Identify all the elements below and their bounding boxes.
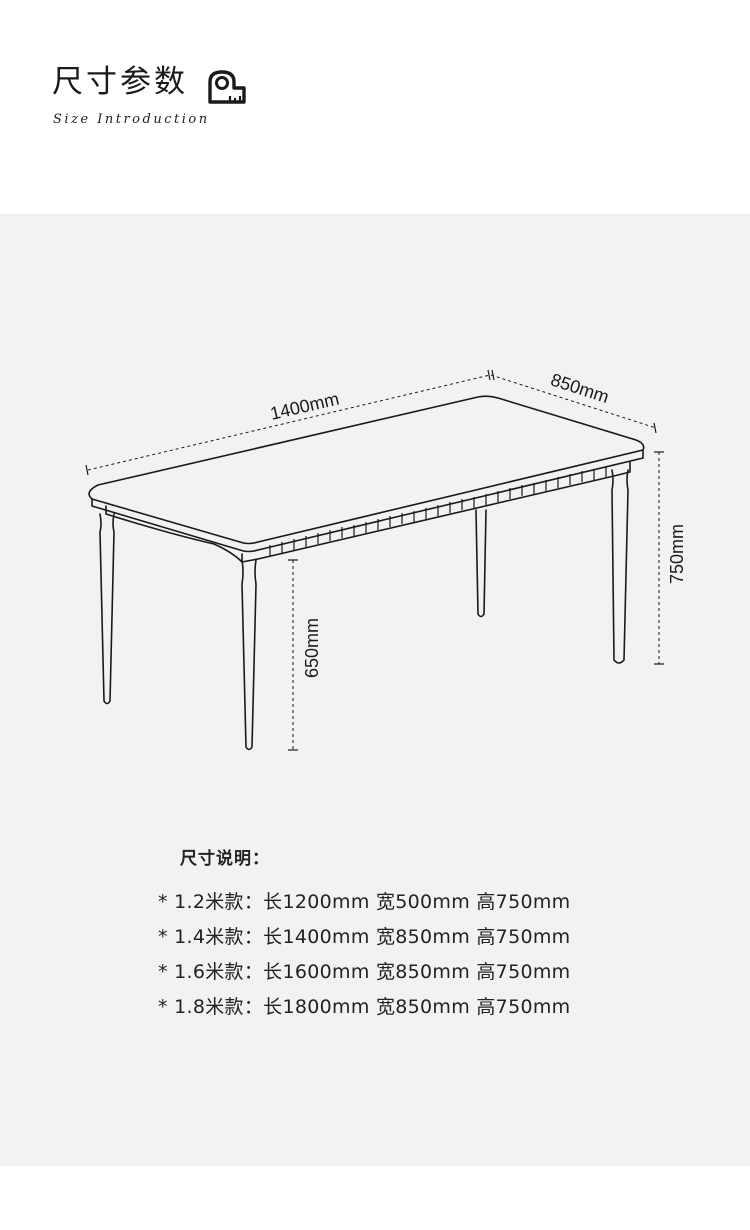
- leg-back-right: [475, 509, 487, 618]
- size-spec: 尺寸说明： * 1.2米款：长1200mm 宽500mm 高750mm * 1.…: [158, 844, 638, 1025]
- spec-item: * 1.8米款：长1800mm 宽850mm 高750mm: [158, 996, 571, 1018]
- table-top-edge: [91, 449, 644, 553]
- header: 尺寸参数 Size Introduction: [0, 0, 750, 214]
- table-dimension-drawing: 1400mm 850mm 750mm 650mm: [85, 370, 687, 751]
- tape-measure-icon: [208, 70, 246, 104]
- size-panel: 1400mm 850mm 750mm 650mm 尺寸说明： * 1.2米款：长…: [0, 214, 750, 1166]
- height-label: 750mm: [667, 524, 687, 584]
- table-apron: [105, 461, 631, 563]
- spec-item: * 1.6米款：长1600mm 宽850mm 高750mm: [158, 961, 571, 983]
- spec-item: * 1.2米款：长1200mm 宽500mm 高750mm: [158, 891, 571, 913]
- spec-title: 尺寸说明：: [180, 849, 270, 869]
- apron-slats: [269, 466, 607, 556]
- leg-height-label: 650mm: [302, 618, 322, 678]
- length-dimension-line: [87, 374, 491, 471]
- leg-front-right: [611, 469, 629, 664]
- leg-front-left: [241, 559, 257, 751]
- spec-item: * 1.4米款：长1400mm 宽850mm 高750mm: [158, 926, 571, 948]
- leg-back-left: [99, 513, 115, 705]
- width-dimension-line: [490, 374, 657, 429]
- width-label: 850mm: [548, 370, 611, 408]
- page-subtitle: Size Introduction: [53, 112, 210, 127]
- table-top: [88, 395, 645, 545]
- footer-spacer: [0, 1166, 750, 1230]
- page-title: 尺寸参数: [52, 64, 188, 100]
